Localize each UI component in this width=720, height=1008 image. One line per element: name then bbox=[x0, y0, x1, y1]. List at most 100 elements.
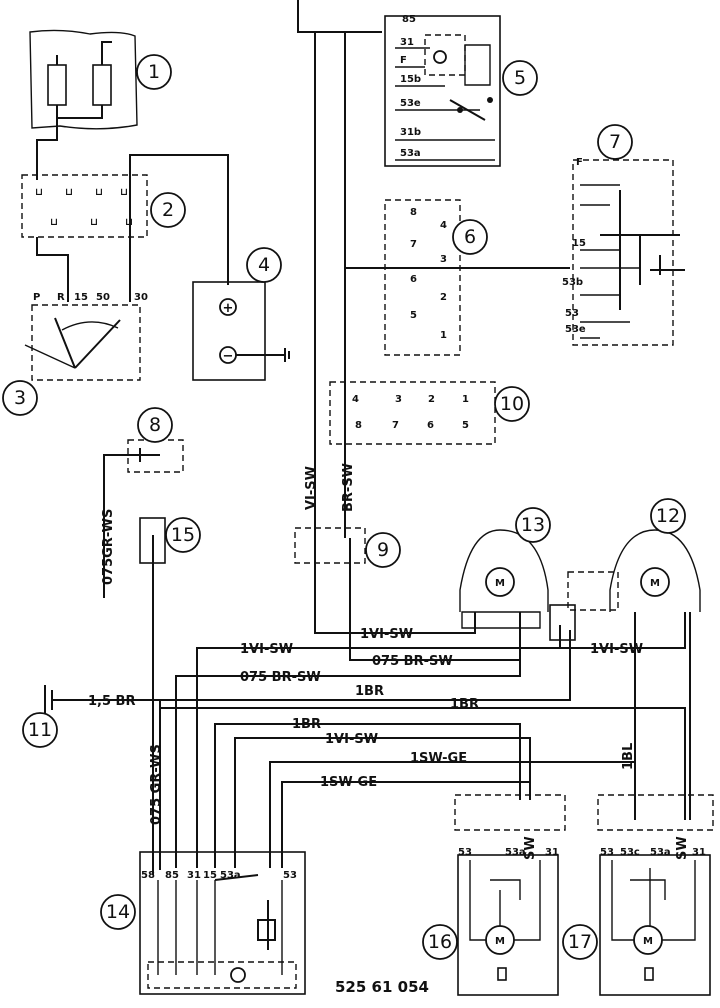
ign-term-p: P bbox=[33, 292, 40, 303]
conn10-8: 8 bbox=[355, 420, 362, 431]
motor16-31: 31 bbox=[545, 847, 559, 858]
conn6-7: 7 bbox=[410, 239, 417, 250]
callout-5: 5 bbox=[502, 60, 538, 96]
conn10-6: 6 bbox=[427, 420, 434, 431]
relay7-f: F bbox=[576, 157, 583, 168]
wire-label-vi-sw: VI-SW bbox=[304, 466, 319, 510]
callout-10-text: 10 bbox=[500, 393, 524, 415]
conn6-8: 8 bbox=[410, 207, 417, 218]
module14-31: 31 bbox=[187, 870, 201, 881]
wire-label-gr-ws-top: 075GR-WS bbox=[101, 509, 116, 585]
wire-label-1vi-sw-a: 1VI-SW bbox=[360, 627, 413, 642]
ign-term-50: 50 bbox=[96, 292, 110, 303]
callout-15-text: 15 bbox=[171, 524, 195, 546]
callout-15: 15 bbox=[165, 517, 201, 553]
wire-label-075-br-sw-a: 075 BR-SW bbox=[372, 654, 453, 669]
module14-53: 53 bbox=[283, 870, 297, 881]
relay5-31: 31 bbox=[400, 37, 414, 48]
relay5-15b: 15b bbox=[400, 74, 421, 85]
motor-13: M bbox=[459, 529, 549, 634]
callout-13: 13 bbox=[515, 507, 551, 543]
conn10-4: 4 bbox=[352, 394, 359, 405]
svg-text:⊔: ⊔ bbox=[35, 187, 43, 198]
callout-12: 12 bbox=[650, 498, 686, 534]
ign-term-15: 15 bbox=[74, 292, 88, 303]
relay7-53: 53 bbox=[565, 308, 579, 319]
motor16-53: 53 bbox=[458, 847, 472, 858]
battery: + − bbox=[192, 281, 290, 381]
module14-58: 58 bbox=[141, 870, 155, 881]
callout-14: 14 bbox=[100, 894, 136, 930]
ign-term-r: R bbox=[57, 292, 65, 303]
module14-53a: 53a bbox=[220, 870, 241, 881]
ignition-switch: P R 15 50 30 bbox=[24, 154, 229, 381]
wire-label-br-sw: BR-SW bbox=[341, 463, 356, 512]
relay7-53e: 53e bbox=[565, 324, 586, 335]
conn6-2: 2 bbox=[440, 292, 447, 303]
callout-9: 9 bbox=[365, 532, 401, 568]
callout-1-text: 1 bbox=[148, 61, 160, 83]
wire-label-1sw-ge-a: 1SW-GE bbox=[410, 751, 467, 766]
battery-minus: − bbox=[223, 349, 234, 364]
svg-text:⊔: ⊔ bbox=[95, 187, 103, 198]
callout-2-text: 2 bbox=[162, 199, 174, 221]
callout-8: 8 bbox=[137, 407, 173, 443]
ign-term-30: 30 bbox=[134, 292, 148, 303]
control-module-14: 58 85 31 15 53a 53 bbox=[139, 647, 635, 995]
callout-5-text: 5 bbox=[514, 67, 526, 89]
connector-9 bbox=[294, 0, 521, 661]
relay-5: 85 31 F 15b 53e 31b 53a bbox=[384, 14, 501, 167]
callout-16: 16 bbox=[422, 924, 458, 960]
connector-6: 8 7 6 5 4 3 2 1 bbox=[345, 199, 570, 356]
wire-label-1bl: 1BL bbox=[621, 743, 636, 770]
motor-12: M bbox=[549, 529, 701, 820]
svg-text:⊔: ⊔ bbox=[125, 217, 133, 228]
callout-3-text: 3 bbox=[14, 387, 26, 409]
conn6-4: 4 bbox=[440, 220, 447, 231]
callout-11-text: 11 bbox=[28, 719, 52, 741]
conn10-3: 3 bbox=[395, 394, 402, 405]
motor17-53: 53 bbox=[600, 847, 614, 858]
relay5-85: 85 bbox=[402, 14, 416, 25]
relay5-53a: 53a bbox=[400, 148, 421, 159]
wire-label-075-br-sw-b: 075 BR-SW bbox=[240, 670, 321, 685]
wire-label-sw-16: SW bbox=[523, 836, 538, 860]
diagram-code: 525 61 054 bbox=[335, 978, 429, 996]
callout-8-text: 8 bbox=[149, 414, 161, 436]
motor17-31: 31 bbox=[692, 847, 706, 858]
connector-15 bbox=[139, 517, 166, 875]
motor17-53c: 53c bbox=[620, 847, 640, 858]
svg-text:⊔: ⊔ bbox=[120, 187, 128, 198]
wire-label-sw-17: SW bbox=[675, 836, 690, 860]
relay5-f: F bbox=[400, 55, 407, 66]
wire-label-15br: 1,5 BR bbox=[88, 694, 135, 709]
callout-12-text: 12 bbox=[656, 505, 680, 527]
battery-plus: + bbox=[223, 301, 234, 316]
conn10-7: 7 bbox=[392, 420, 399, 431]
wire-label-1vi-sw-c: 1VI-SW bbox=[240, 642, 293, 657]
connector-block-2: ⊔⊔ ⊔⊔ ⊔⊔ ⊔ bbox=[21, 174, 148, 238]
connector-8 bbox=[103, 439, 184, 598]
callout-16-text: 16 bbox=[428, 931, 452, 953]
svg-text:⊔: ⊔ bbox=[50, 217, 58, 228]
callout-10: 10 bbox=[494, 386, 530, 422]
callout-17-text: 17 bbox=[568, 931, 592, 953]
motor13-m: M bbox=[495, 578, 505, 589]
ground-11 bbox=[44, 630, 686, 870]
relay7-15: 15 bbox=[572, 238, 586, 249]
callout-7-text: 7 bbox=[609, 131, 621, 153]
callout-6-text: 6 bbox=[464, 226, 476, 248]
motor16-53a: 53a bbox=[505, 847, 526, 858]
callout-9-text: 9 bbox=[377, 539, 389, 561]
callout-6: 6 bbox=[452, 219, 488, 255]
conn6-5: 5 bbox=[410, 310, 417, 321]
callout-3: 3 bbox=[2, 380, 38, 416]
conn6-3: 3 bbox=[440, 254, 447, 265]
wire-label-1br-c: 1BR bbox=[292, 717, 321, 732]
wire-label-gr-ws-bottom: 075 GR-WS bbox=[149, 744, 164, 825]
conn10-5: 5 bbox=[462, 420, 469, 431]
wire-label-1sw-ge-b: 1SW-GE bbox=[320, 775, 377, 790]
motor-17: 53 53c 53a 31 M bbox=[597, 794, 714, 996]
